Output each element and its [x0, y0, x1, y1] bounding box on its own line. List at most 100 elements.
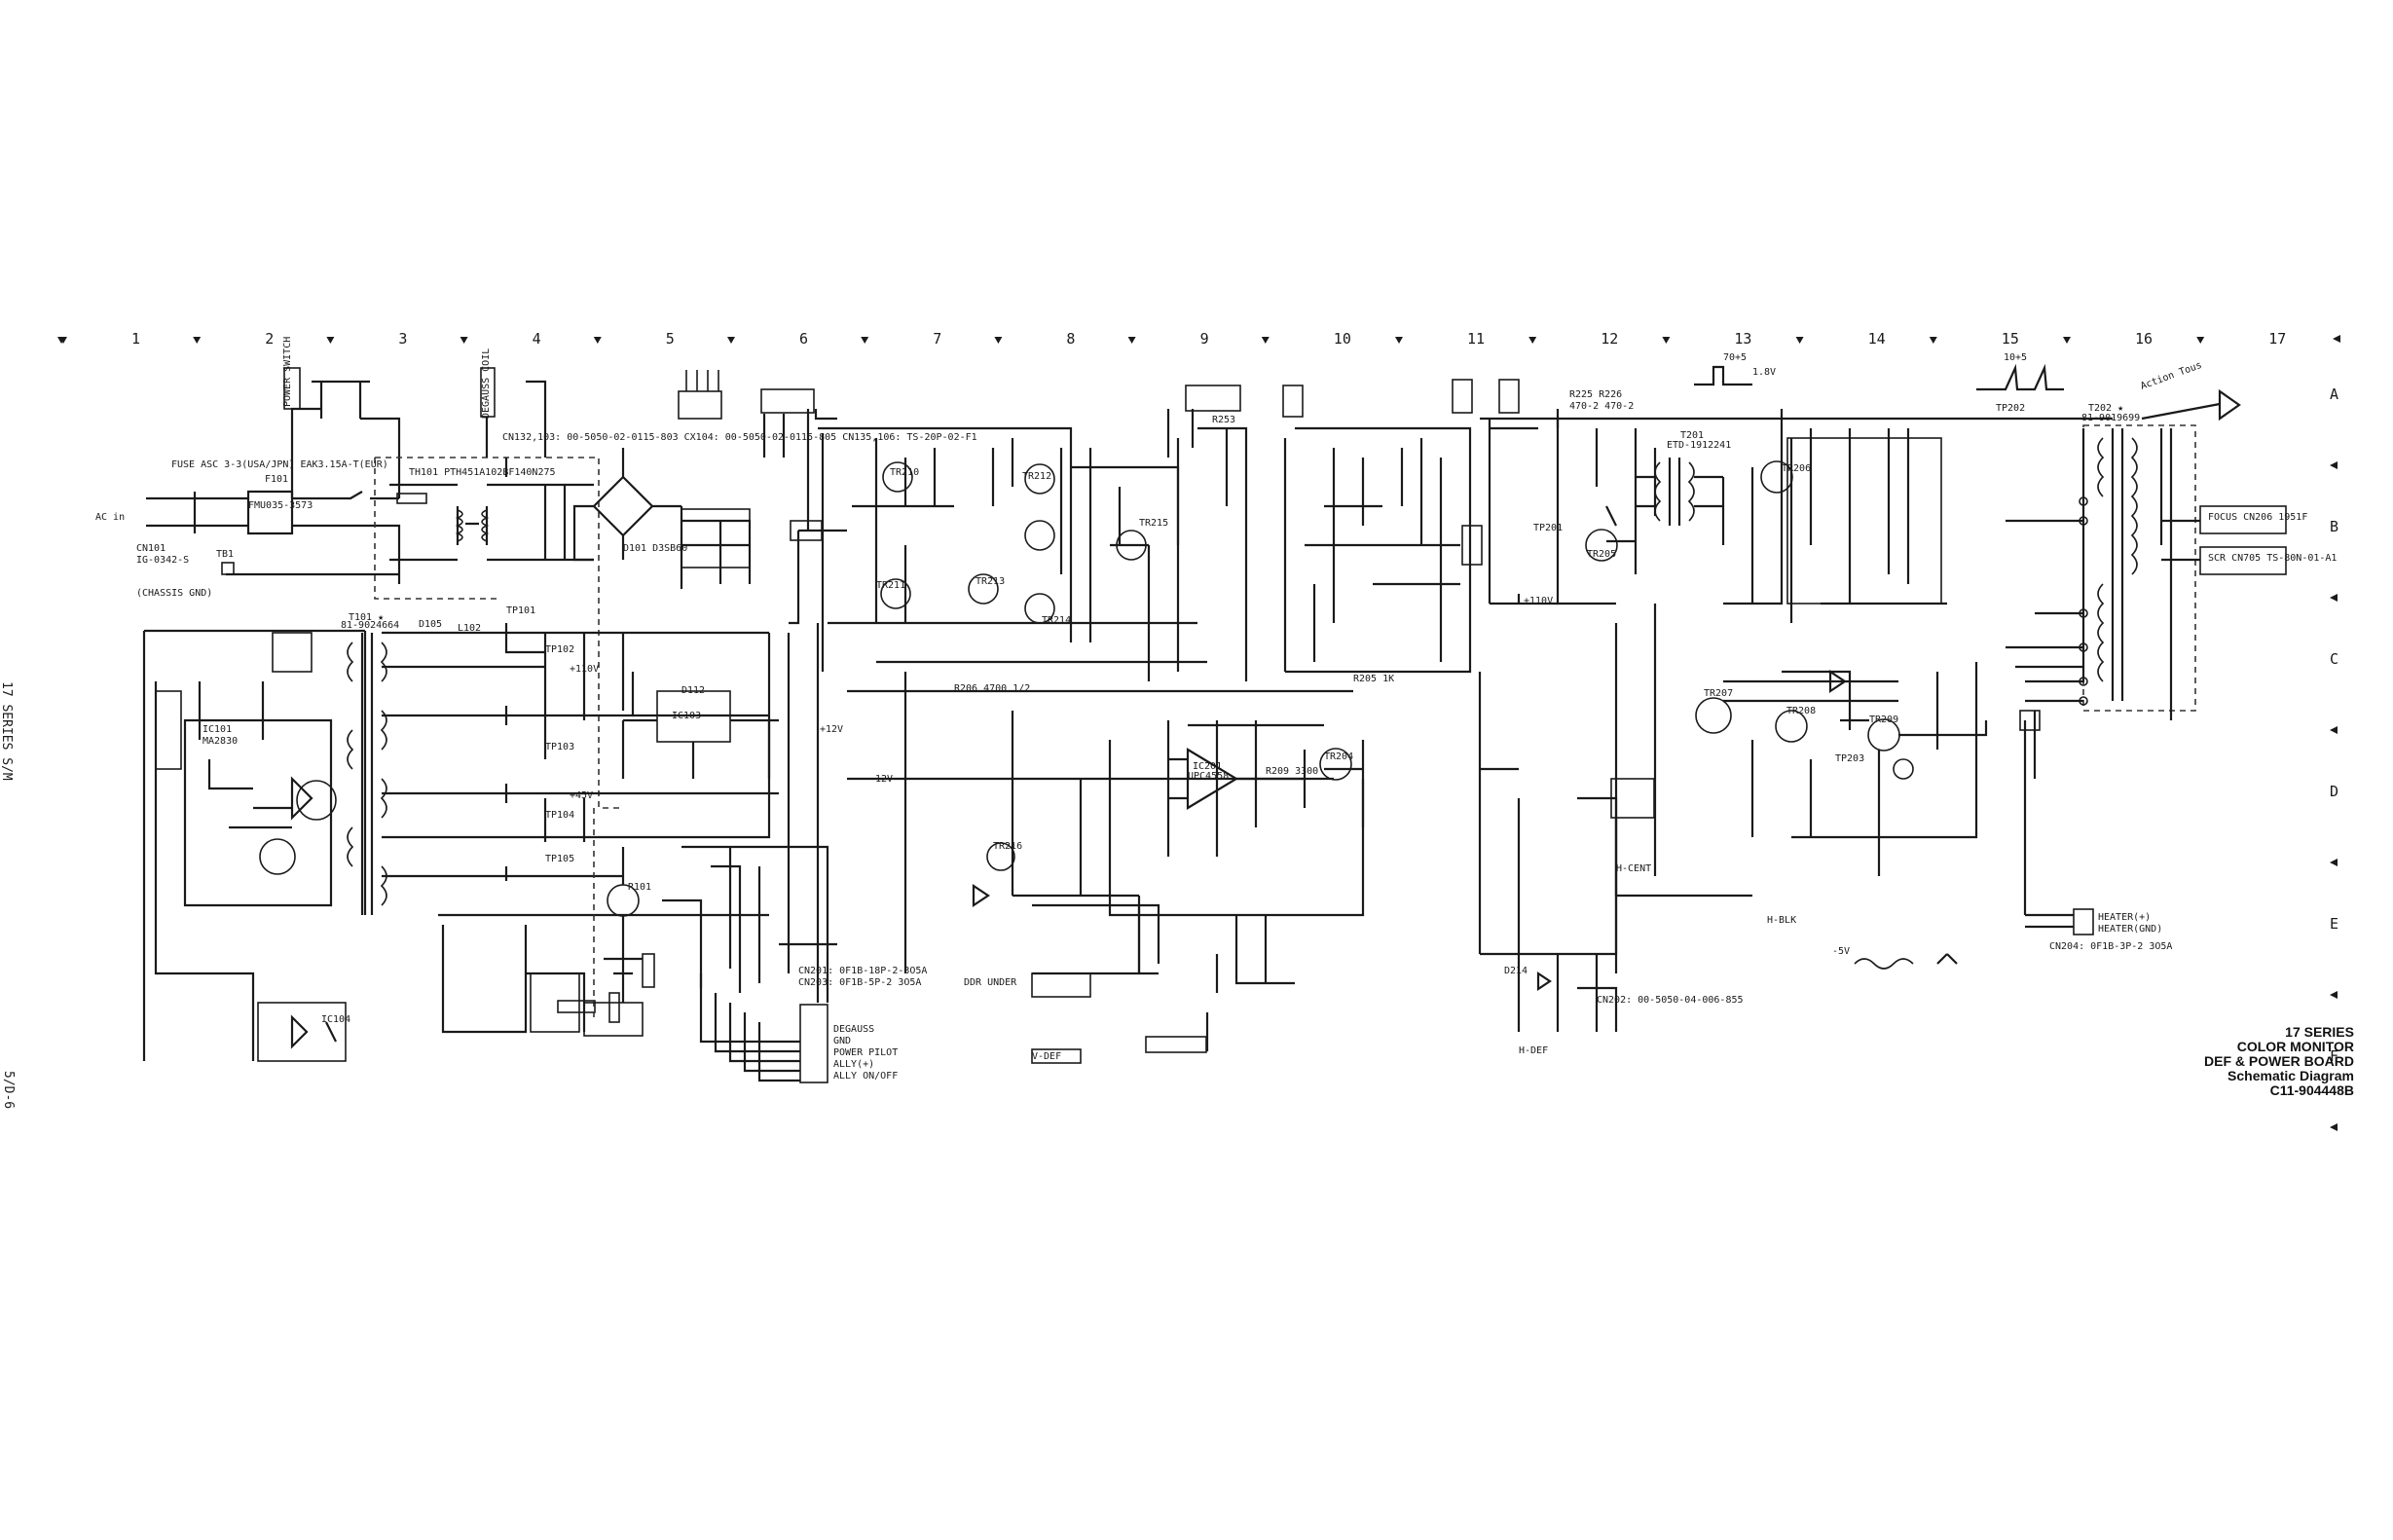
grid-column-16: 16 — [2135, 330, 2153, 348]
label-r205: R205 1K — [1353, 674, 1394, 684]
label-h-blk: H-BLK — [1767, 915, 1796, 926]
grid-column-13: 13 — [1734, 330, 1751, 348]
label-tp103: TP103 — [545, 742, 574, 752]
grid-row-tick — [2330, 726, 2338, 734]
label-dim2: 1.8V — [1752, 367, 1776, 378]
label-tp201: TP201 — [1533, 523, 1563, 533]
label-v110: +110V — [570, 664, 599, 675]
grid-row-E: E — [2330, 915, 2338, 933]
label-v-neg5: -5V — [1832, 946, 1850, 957]
label-v12: +12V — [820, 724, 843, 735]
label-t201: T201 — [1680, 430, 1704, 441]
switching-supply-section — [142, 388, 847, 1062]
label-tp105: TP105 — [545, 854, 574, 864]
grid-column-11: 11 — [1467, 330, 1485, 348]
label-chassis-gnd: (CHASSIS GND) — [136, 588, 212, 599]
title-line-type: Schematic Diagram — [2227, 1068, 2354, 1083]
grid-row-tick — [2330, 991, 2338, 999]
grid-column-tick — [1261, 337, 1270, 344]
label-cn203: CN203: 0F1B-5P-2 3O5A — [798, 977, 921, 988]
label-dim3: 10+5 — [2004, 352, 2027, 363]
grid-column-10: 10 — [1334, 330, 1351, 348]
grid-row-tick — [2333, 335, 2340, 343]
label-v45: +45V — [570, 790, 593, 801]
grid-row-tick — [2330, 461, 2338, 469]
label-tr214: TR214 — [1042, 615, 1071, 626]
grid-column-8: 8 — [1066, 330, 1075, 348]
label-gnd: GND — [833, 1036, 851, 1046]
label-d112: D112 — [681, 685, 705, 696]
grid-column-14: 14 — [1868, 330, 1886, 348]
grid-column-tick — [1127, 337, 1136, 344]
label-tp104: TP104 — [545, 810, 574, 821]
title-line-product: COLOR MONITOR — [2236, 1039, 2354, 1054]
label-cn101-part: IG-0342-S — [136, 555, 189, 566]
label-v-110: +110V — [1524, 596, 1553, 606]
title-line-board: DEF & POWER BOARD — [2204, 1053, 2354, 1069]
label-v-def: V-DEF — [1032, 1051, 1061, 1062]
grid-column-tick — [2063, 337, 2071, 344]
label-degauss: DEGAUSS COIL — [481, 348, 492, 419]
deflection-section — [790, 379, 1483, 1064]
label-f101: F101 — [265, 474, 288, 485]
grid-column-7: 7 — [933, 330, 941, 348]
horizontal-output-section — [1478, 363, 2287, 1032]
label-tp101: TP101 — [506, 605, 535, 616]
grid-column-15: 15 — [2002, 330, 2019, 348]
label-cn204: CN204: 0F1B-3P-2 3O5A — [2049, 941, 2172, 952]
grid-column-tick — [1929, 337, 1937, 344]
label-scr: SCR CN705 TS-80N-01-A1 — [2208, 553, 2337, 564]
grid-column-9: 9 — [1200, 330, 1209, 348]
label-tr207: TR207 — [1704, 688, 1733, 699]
label-tr205: TR205 — [1587, 549, 1616, 560]
grid-column-tick — [1395, 337, 1403, 344]
label-tp102: TP102 — [545, 644, 574, 655]
label-cn-list: CN132,103: 00-5050-02-0115-803 CX104: 00… — [502, 432, 977, 443]
grid-row-A: A — [2330, 385, 2338, 403]
grid-tick-marks — [57, 335, 2340, 1131]
label-t101-part: 81-9024664 — [341, 620, 399, 631]
label-tr210: TR210 — [890, 467, 919, 478]
grid-column-3: 3 — [398, 330, 407, 348]
label-r225-vals: 470-2 470-2 — [1569, 401, 1634, 412]
label-r225: R225 R226 — [1569, 389, 1622, 400]
label-tb1: TB1 — [216, 549, 234, 560]
label-h-cent: H-CENT — [1616, 863, 1651, 874]
grid-column-tick — [1795, 337, 1804, 344]
label-ddr-under: DDR UNDER — [964, 977, 1017, 988]
label-d105: D105 — [419, 619, 442, 630]
margin-note: 17 SERIES S/M — [0, 681, 14, 781]
page-number: 5/D-6 — [1, 1071, 16, 1110]
label-ic101: IC101 — [202, 724, 232, 735]
grid-row-D: D — [2330, 783, 2338, 800]
grid-column-2: 2 — [265, 330, 274, 348]
grid-column-tick — [326, 337, 335, 344]
label-hand-note: Action Tous — [2139, 360, 2203, 392]
label-ic201: IC201 — [1193, 761, 1222, 772]
label-cn101: CN101 — [136, 543, 166, 554]
label-tr209: TR209 — [1869, 715, 1898, 725]
label-th101: TH101 PTH451A102BF140N275 — [409, 467, 556, 478]
label-tr208: TR208 — [1786, 706, 1816, 716]
grid-column-tick — [460, 337, 468, 344]
label-tr215: TR215 — [1139, 518, 1168, 529]
grid-column-tick — [593, 337, 602, 344]
grid-column-tick — [861, 337, 869, 344]
label-fuse: FUSE ASC 3-3(USA/JPN) EAK3.15A-T(EUR) — [171, 459, 388, 470]
grid-column-tick — [57, 337, 65, 344]
label-t101: T101 ★ — [349, 612, 384, 623]
label-ac-in: AC in — [95, 512, 125, 523]
label-ic201-part: UPC4558 — [1188, 771, 1229, 782]
label-t202-part: 81-9019699 — [2081, 413, 2140, 423]
label-r253: R253 — [1212, 415, 1235, 425]
title-block: 17 SERIES COLOR MONITOR DEF & POWER BOAR… — [2159, 1025, 2354, 1098]
label-ic101-part: MA2830 — [202, 736, 238, 747]
label-heater-p: HEATER(+) — [2098, 912, 2151, 923]
label-d101: D101 D3SB60 — [623, 543, 687, 554]
label-degauss-sig: DEGAUSS — [833, 1024, 874, 1035]
grid-column-tick — [727, 337, 735, 344]
grid-column-tick — [2196, 337, 2205, 344]
label-fuse-part: FMU035-3573 — [248, 500, 313, 511]
label-d214: D214 — [1504, 966, 1528, 976]
grid-column-4: 4 — [533, 330, 541, 348]
